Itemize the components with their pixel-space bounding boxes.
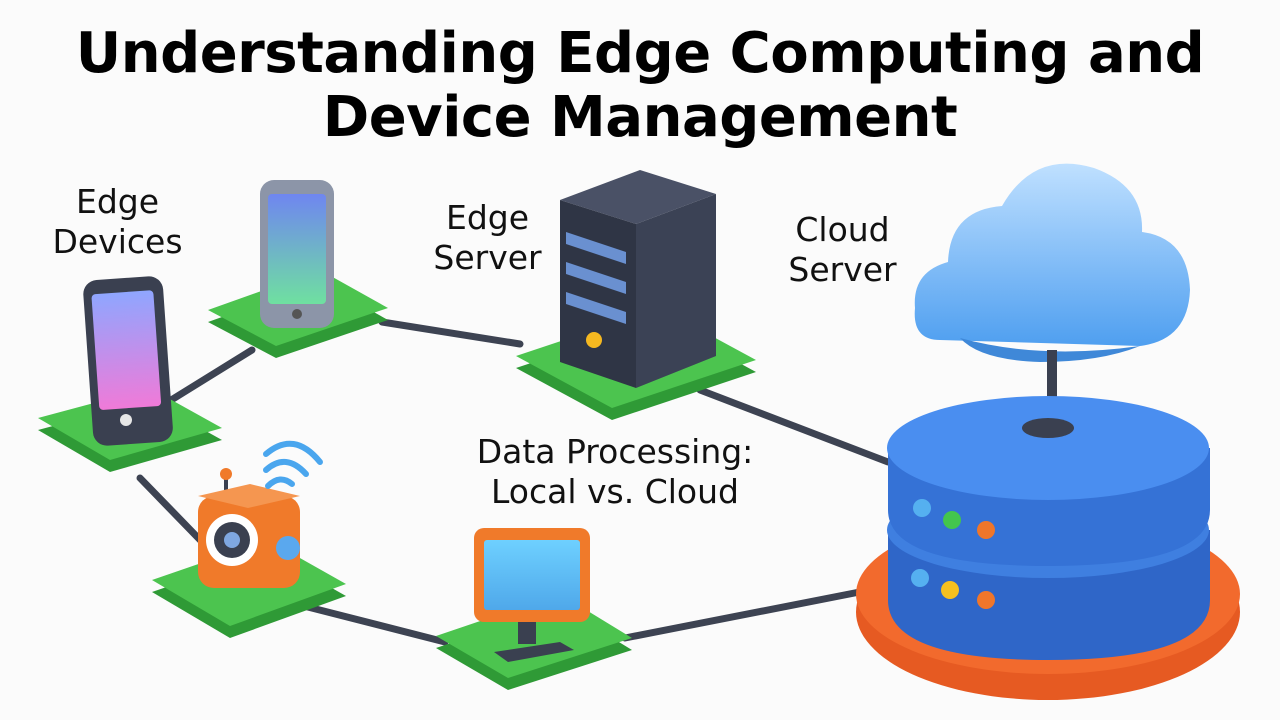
label-data-processing: Data Processing: Local vs. Cloud [430,432,800,512]
tablet-phone-icon [260,180,334,328]
robot-camera-icon [198,468,300,588]
label-data-processing-line-2: Local vs. Cloud [491,472,739,511]
cable-tablet-to-server [378,318,524,348]
database-icon [856,396,1240,700]
cables [136,318,892,646]
label-edge-server-line-1: Edge [445,198,530,237]
server-tower-icon [560,170,716,388]
title-line-1: Understanding Edge Computing and [75,21,1205,86]
cable-phone-to-robot [136,474,209,549]
label-cloud-server: Cloud Server [760,210,925,290]
cable-phone-to-tablet [164,346,256,406]
title-line-2: Device Management [322,85,958,150]
label-edge-devices-line-2: Devices [52,222,183,261]
wifi-icon [263,440,323,489]
cable-robot-to-monitor [296,601,449,646]
phone-icon [83,276,173,446]
cable-server-to-db [696,386,892,466]
label-edge-server: Edge Server [405,198,570,278]
label-cloud-server-line-2: Server [788,250,897,289]
label-edge-server-line-2: Server [433,238,542,277]
monitor-icon [474,528,590,662]
cable-monitor-to-db [621,584,884,642]
page-title: Understanding Edge Computing and Device … [0,22,1280,150]
cloud-icon [914,163,1190,362]
label-edge-devices-line-1: Edge [75,182,160,221]
label-data-processing-line-1: Data Processing: [476,432,754,471]
label-cloud-server-line-1: Cloud [795,210,890,249]
label-edge-devices: Edge Devices [30,182,205,262]
